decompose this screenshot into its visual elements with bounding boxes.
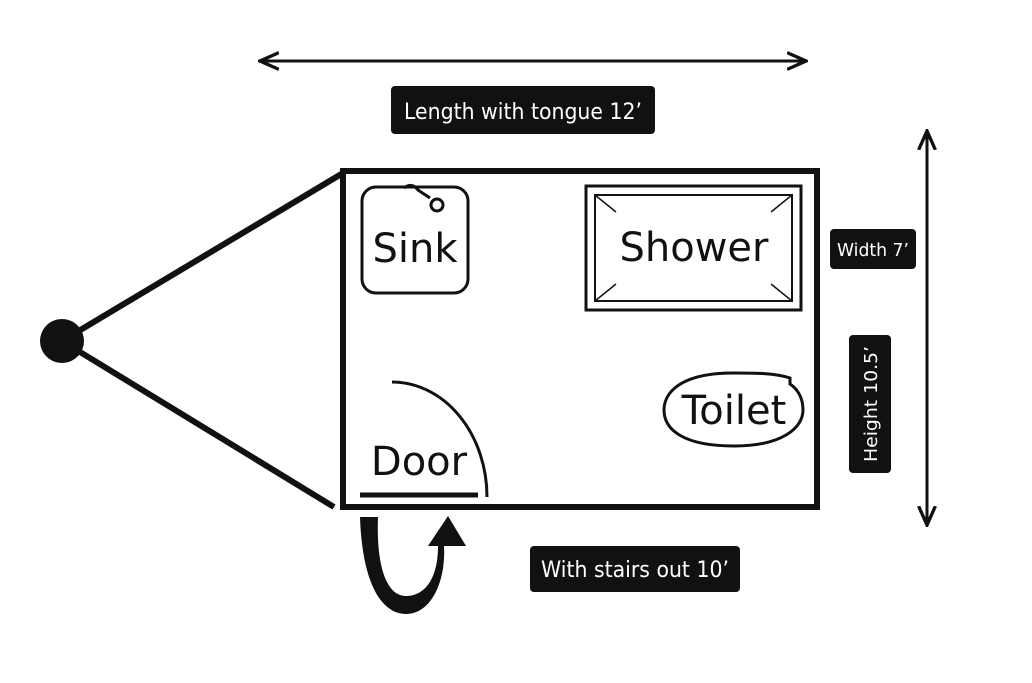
width-label: Width 7’ — [837, 240, 909, 261]
stairs-tag: With stairs out 10’ — [530, 546, 740, 592]
trailer-tongue — [59, 170, 345, 510]
stairs-u-turn-arrow — [360, 516, 466, 614]
sink-fixture: Sink — [360, 183, 470, 295]
hitch-ball — [40, 319, 84, 363]
door-swing-arc — [391, 380, 489, 498]
length-tag: Length with tongue 12’ — [391, 86, 655, 134]
faucet-icon — [403, 183, 431, 200]
door: Door — [360, 380, 489, 498]
stairs-label: With stairs out 10’ — [541, 558, 729, 583]
height-tag: Height 10.5’ — [849, 335, 891, 473]
toilet-fixture: Toilet — [662, 371, 805, 448]
sink-label: Sink — [372, 226, 458, 272]
shower-fixture: Shower — [584, 184, 803, 312]
height-label: Height 10.5’ — [861, 346, 882, 462]
trailer-body — [340, 168, 820, 510]
width-tag: Width 7’ — [830, 229, 916, 269]
length-label: Length with tongue 12’ — [404, 100, 642, 125]
toilet-label: Toilet — [681, 388, 787, 434]
door-label: Door — [371, 439, 468, 485]
shower-label: Shower — [620, 225, 770, 271]
